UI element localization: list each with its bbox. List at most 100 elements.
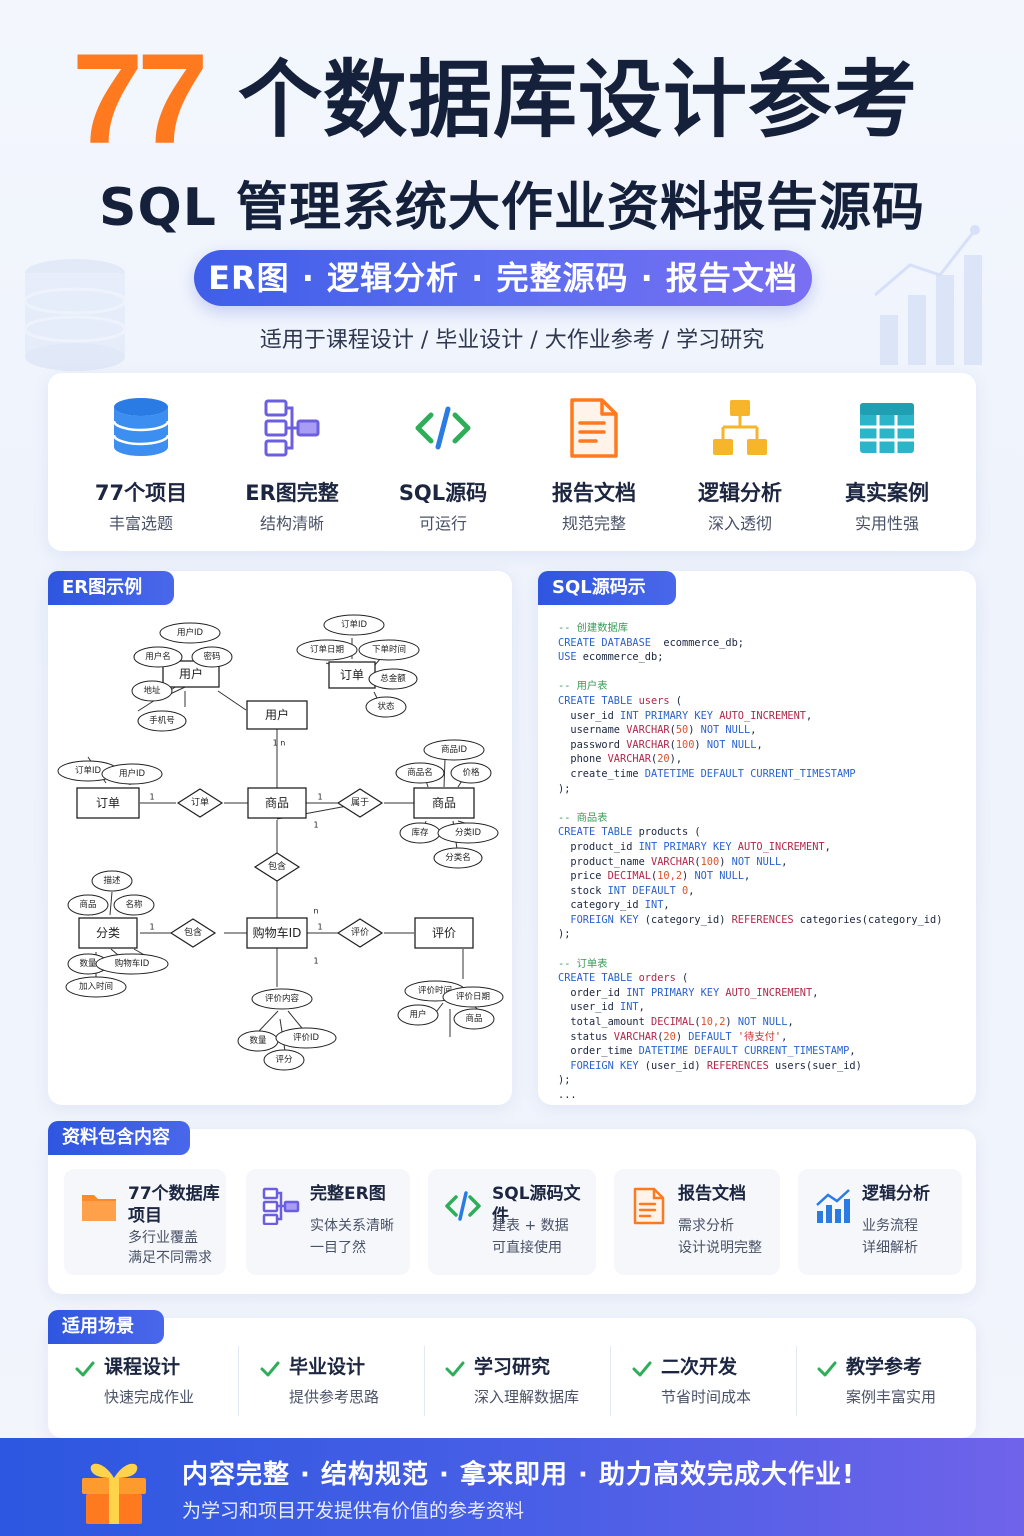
sql-line: CREATE DATABASE ecommerce_db; (558, 636, 744, 649)
er-entity-label: 订单 (340, 668, 364, 682)
scene-title: 毕业设计 (289, 1356, 366, 1378)
include-desc: 业务流程 (862, 1218, 918, 1234)
er-cardinality: 1 (317, 923, 322, 932)
include-desc: 满足不同需求 (128, 1250, 212, 1266)
er-attribute-label: 手机号 (149, 715, 175, 726)
feature-sql: SQL源码 可运行 (368, 373, 518, 551)
sql-line: -- 创建数据库 (558, 622, 629, 634)
er-attribute (65, 976, 127, 998)
er-attribute-label: 评价ID (293, 1033, 320, 1043)
er-relationship (253, 852, 301, 882)
check-icon (632, 1361, 652, 1377)
divider (238, 1346, 239, 1416)
scene-title: 二次开发 (661, 1356, 738, 1378)
include-title: 完整ER图 (310, 1184, 386, 1204)
er-entity-label: 分类 (96, 926, 120, 940)
sql-line: FOREIGN KEY (user_id) REFERENCES users(s… (570, 1059, 862, 1072)
er-attribute-label: 分类名 (445, 852, 471, 863)
sql-line: product_name VARCHAR(100) NOT NULL, (558, 855, 788, 868)
er-attribute-label: 库存 (411, 827, 429, 838)
database-icon (112, 398, 170, 456)
er-attribute (395, 762, 445, 784)
sql-line: user_id INT, (558, 1001, 645, 1014)
feature-sub: 实用性强 (854, 514, 919, 533)
sql-line: FOREIGN KEY (category_id) REFERENCES cat… (570, 913, 943, 926)
er-attribute-label: 加入时间 (79, 981, 113, 992)
er-entity (414, 917, 474, 949)
sql-line: user_id INT PRIMARY KEY AUTO_INCREMENT, (558, 709, 813, 722)
document-icon (633, 1187, 665, 1225)
er-relationship-label: 属于 (351, 797, 369, 808)
feature-cases: 真实案例 实用性强 (812, 373, 962, 551)
er-relationship-label: 订单 (191, 796, 209, 808)
er-attribute (101, 763, 163, 785)
code-icon (415, 406, 471, 450)
scene-item: 学习研究 深入理解数据库 (444, 1348, 614, 1418)
er-relationship-label: 评价 (351, 927, 369, 938)
er-attribute (91, 870, 133, 892)
sql-line: CREATE TABLE products ( (558, 826, 701, 839)
sql-line: phone VARCHAR(20), (558, 753, 683, 766)
include-desc: 建表 + 数据 (492, 1218, 569, 1234)
er-entity (76, 787, 140, 819)
gift-icon (82, 1463, 146, 1524)
er-relationship-label: 包含 (184, 926, 202, 938)
er-entity (247, 787, 307, 819)
scene-item: 教学参考 案例丰富实用 (816, 1348, 986, 1418)
er-attribute (67, 894, 109, 916)
include-desc: 实体关系清晰 (310, 1218, 394, 1234)
er-cardinality: 1 (317, 793, 322, 802)
include-desc: 需求分析 (678, 1218, 734, 1234)
features-card: 77个项目 丰富选题 ER图完整 结构清晰 SQL源码 可运行 报告文档 规范完… (48, 373, 976, 551)
feature-title: 77个项目 (94, 481, 188, 505)
feature-sub: 结构清晰 (259, 514, 324, 533)
er-relationship (176, 788, 224, 818)
er-entity (413, 787, 475, 819)
include-title: 77个数据库项目 (128, 1184, 220, 1226)
feature-title: ER图完整 (245, 481, 339, 505)
include-desc: 一目了然 (310, 1240, 366, 1256)
er-attribute (113, 894, 155, 916)
title-number: 77 (72, 28, 208, 171)
feature-title: 报告文档 (552, 481, 636, 505)
er-section-tab: ER图示例 (48, 571, 174, 605)
scenes-card: 适用场景 课程设计 快速完成作业 毕业设计 提供参考思路 学习研究 深入理解数据… (48, 1310, 976, 1438)
includes-card: 资料包含内容 77个数据库项目 多行业覆盖 满足不同需求 完整ER图 实体关系清… (48, 1121, 976, 1294)
include-title: 逻辑分析 (862, 1184, 930, 1204)
feature-sub: 深入透彻 (707, 514, 772, 533)
sql-line: password VARCHAR(100) NOT NULL, (558, 738, 763, 751)
sql-line: USE ecommerce_db; (558, 651, 664, 664)
scene-title: 课程设计 (104, 1356, 181, 1378)
er-attribute-label: 商品 (79, 899, 96, 910)
include-desc: 设计说明完整 (678, 1240, 762, 1256)
sql-line: order_time DATETIME DEFAULT CURRENT_TIME… (558, 1045, 856, 1058)
er-cardinality: 1 (313, 821, 318, 830)
sql-code-card: SQL源码示例 -- 创建数据库 CREATE DATABASE ecommerc… (538, 571, 976, 1105)
er-attribute-label: 用户ID (119, 768, 146, 779)
er-cardinality: 1 (313, 957, 318, 966)
er-attribute (368, 668, 418, 690)
er-attribute-label: 商品名 (407, 767, 433, 778)
er-attribute-label: 用户ID (177, 627, 204, 638)
sql-line: CREATE TABLE users ( (558, 694, 683, 707)
er-diagram-icon (264, 399, 320, 457)
sql-line: ); (558, 1074, 571, 1087)
er-attribute (442, 986, 504, 1008)
er-entity-label: 商品 (432, 795, 456, 810)
er-attribute-label: 价格 (462, 767, 480, 778)
er-attribute-label: 用户名 (145, 651, 171, 662)
feature-sub: 可运行 (418, 514, 467, 533)
sql-section-tab: SQL源码示例 (538, 571, 676, 632)
include-title: SQL源码文件 (492, 1184, 581, 1226)
sql-line: ... (558, 1089, 577, 1101)
sql-line: create_time DATETIME DEFAULT CURRENT_TIM… (558, 767, 856, 780)
background-chart-icon (874, 225, 982, 365)
feature-logic: 逻辑分析 深入透彻 (665, 373, 815, 551)
er-attribute (133, 646, 183, 668)
sql-line (558, 942, 968, 957)
er-attribute-label: 评价时间 (418, 985, 452, 996)
sql-line: price DECIMAL(10,2) NOT NULL, (558, 870, 751, 883)
er-relationship (169, 918, 217, 948)
